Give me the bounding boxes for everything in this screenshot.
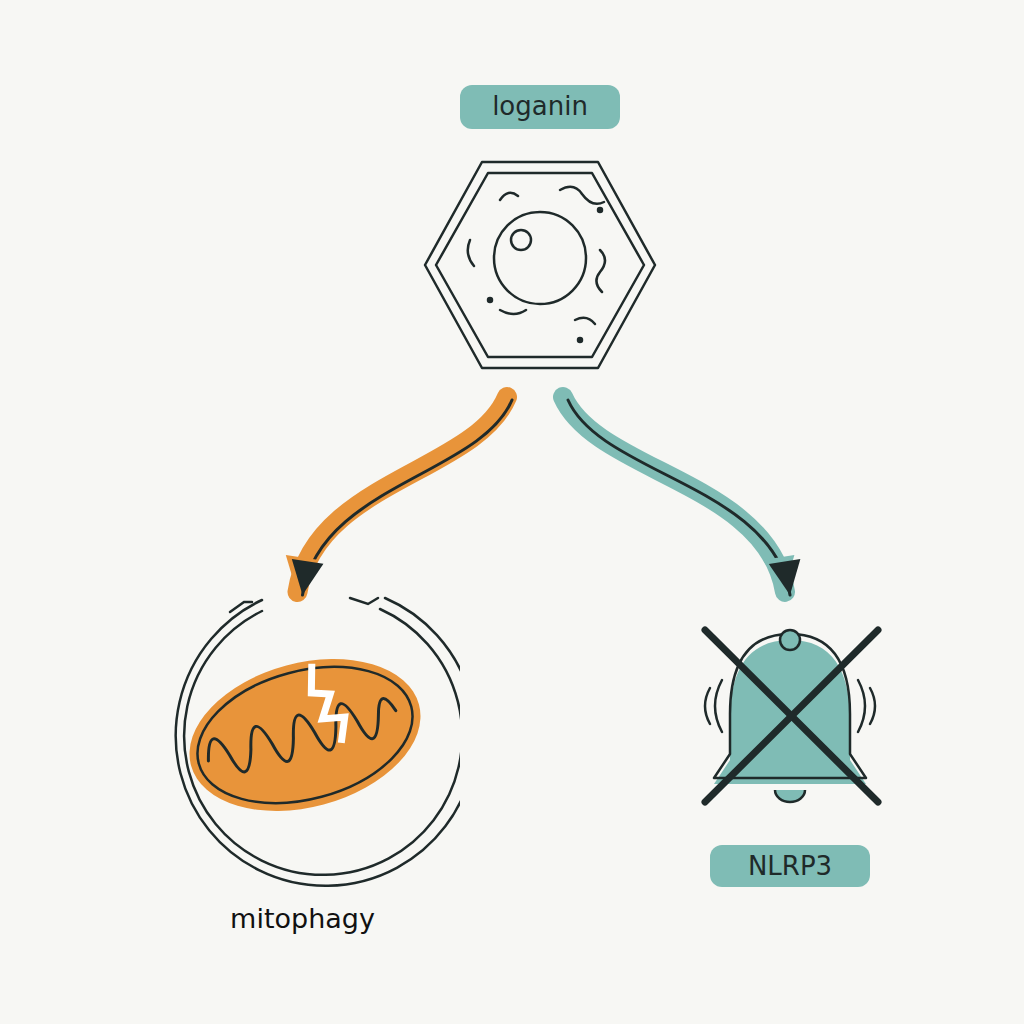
nlrp3-node: NLRP3 (690, 595, 890, 890)
compound-label: loganin (460, 85, 620, 129)
cell-illustration (420, 85, 660, 400)
curved-arrow (563, 397, 800, 595)
arrow-head (769, 559, 801, 595)
arrow-head (292, 559, 324, 595)
mitophagy-node: mitophagy (145, 595, 460, 940)
curved-arrow (286, 397, 512, 595)
arrow-band (298, 397, 508, 592)
target-label: NLRP3 (710, 845, 870, 887)
arrow-line (568, 400, 790, 595)
mitophagy-illustration (145, 595, 460, 940)
process-label: mitophagy (145, 903, 460, 934)
arrow-band (563, 397, 785, 592)
arrow-line (303, 400, 513, 595)
cell-node: loganin (420, 85, 660, 400)
